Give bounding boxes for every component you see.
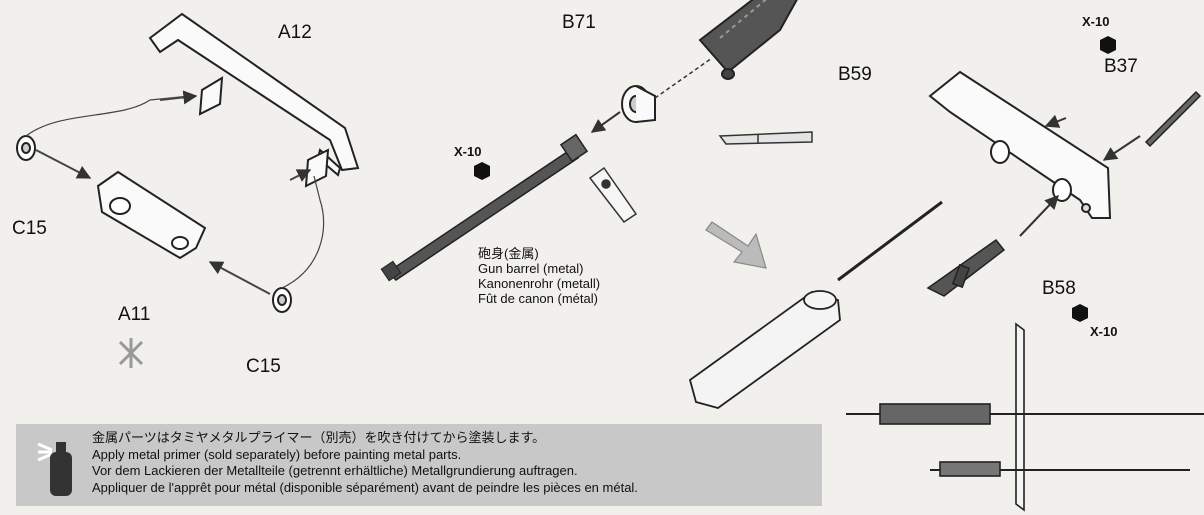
knife-drawing [718,131,813,145]
primer-note-japanese: 金属パーツはタミヤメタルプライマー（別売）を吹き付けてから塗装します。 [92,430,546,445]
metal-primer-note: 金属パーツはタミヤメタルプライマー（別売）を吹き付けてから塗装します。 Appl… [16,424,822,506]
bracket-a12-drawing [148,12,360,188]
barrel-caption-english: Gun barrel (metal) [478,261,584,276]
paint-marker-b58-icon [1072,304,1088,322]
center-guide-lines [590,57,713,133]
detail-view-drawing [846,322,1204,512]
barrel-caption: 砲身(金属) Gun barrel (metal) Kanonenrohr (m… [478,246,600,306]
receiver-b59-drawing [698,0,798,80]
paint-bottle-drawing [588,166,638,224]
primer-note-french: Appliquer de l'apprêt pour métal (dispon… [92,479,638,495]
part-b58-drawing [926,238,1006,297]
plate-a11-drawing [96,170,207,260]
mount-plate-drawing [928,70,1112,219]
paint-code-barrel: X-10 [454,144,482,159]
right-guide-lines [1019,114,1141,237]
left-guide-lines [25,90,325,295]
gun-barrel-drawing [380,133,589,282]
paint-code-b58: X-10 [1090,324,1118,339]
part-label-b59: B59 [838,64,872,85]
part-label-a11: A11 [118,304,151,325]
part-label-a12: A12 [278,22,312,43]
primer-note-english: Apply metal primer (sold separately) bef… [92,446,462,462]
barrel-caption-german: Kanonenrohr (metall) [478,276,601,291]
paint-marker-b37-icon [1100,36,1116,54]
paint-code-b37: X-10 [1082,14,1110,29]
pin-c15-bottom-drawing [272,287,292,313]
barrel-caption-japanese: 砲身(金属) [478,246,539,261]
part-label-b37: B37 [1104,56,1138,77]
part-label-b58: B58 [1042,278,1076,299]
ring-b71-drawing [621,85,656,123]
this-way-arrow-drawing [705,221,767,269]
gun-mount-drawing [688,200,943,409]
pin-c15-left-drawing [16,135,36,161]
barrel-caption-french: Fût de canon (métal) [478,291,598,306]
do-not-glue-icon [118,338,144,368]
primer-note-german: Vor dem Lackieren der Metallteile (getre… [92,463,578,478]
part-label-b71: B71 [562,12,596,33]
spray-can-icon [37,442,72,496]
paint-marker-barrel-icon [474,162,490,180]
part-label-c15-bottom: C15 [246,356,281,377]
rod-b37-drawing [1144,90,1202,148]
part-label-c15-left: C15 [12,218,47,239]
